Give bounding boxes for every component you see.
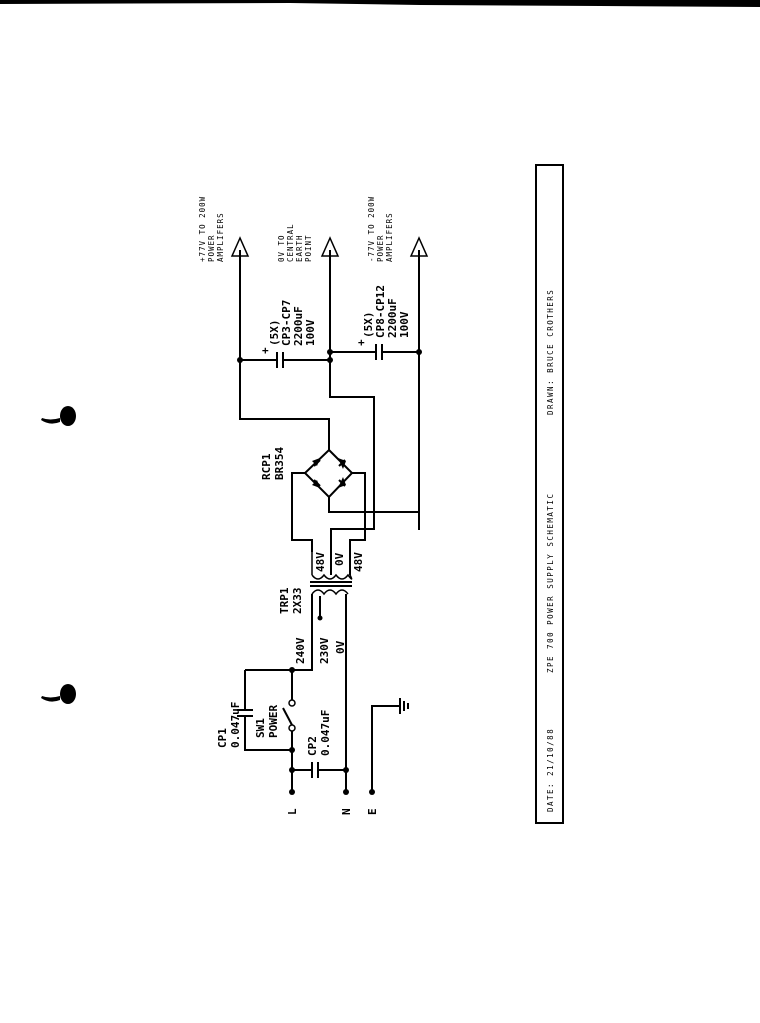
cap-bank-positive-value: 2200uF [292, 306, 305, 346]
cp2-value: 0.047uF [319, 710, 332, 756]
output-arrow-zero [320, 236, 340, 360]
cap-bank-negative-voltage: 100V [398, 311, 411, 338]
output-positive-line1: +77V TO 200W [198, 196, 207, 262]
tap-pri-230: 230V [318, 637, 331, 664]
terminal-neutral: N [340, 808, 353, 815]
terminal-live: L [286, 808, 299, 815]
output-label-negative: -77V TO 200W POWER AMPLIFERS [367, 196, 394, 262]
cap-bank-negative-ref: CP8-CP12 [374, 285, 387, 338]
cap-bank-positive-ref: CP3-CP7 [280, 300, 293, 346]
title-drawn-by: DRAWN: BRUCE CROTHERS [546, 289, 555, 415]
cap-bank-positive-polarity: + [262, 344, 269, 357]
mains-wiring [237, 615, 409, 795]
sw1-label: SW1 POWER [254, 705, 280, 738]
output-positive-line2: POWER [207, 234, 216, 262]
tap-pri-240: 240V [294, 637, 307, 664]
punch-hole-bottom [41, 684, 76, 704]
transformer-label: TRP1 2X33 [278, 587, 304, 614]
tap-pri-0: 0V [334, 640, 347, 654]
transformer-part: 2X33 [291, 588, 304, 615]
cp1-value: 0.047uF [229, 702, 242, 748]
capacitor-bank-positive [237, 352, 333, 368]
cp1-label: CP1 0.047uF [216, 702, 242, 748]
transformer-ref: TRP1 [278, 587, 291, 614]
title-block: DATE: 21/10/88 ZPE 700 POWER SUPPLY SCHE… [535, 164, 564, 824]
bridge-rectifier [291, 448, 366, 552]
diode-icon [312, 458, 321, 467]
transformer [310, 552, 353, 770]
output-negative-line3: AMPLIFERS [385, 212, 394, 262]
punch-hole-top [41, 406, 76, 426]
terminal-earth: E [366, 808, 379, 815]
bridge-ref: RCP1 [260, 453, 273, 480]
output-label-positive: +77V TO 200W POWER AMPLIFERS [198, 196, 225, 262]
diode-icon [338, 458, 346, 469]
tap-sec-3: 48V [352, 552, 365, 572]
bridge-label: RCP1 BR354 [260, 447, 286, 480]
output-negative-line1: -77V TO 200W [367, 196, 376, 262]
cp2-ref: CP2 [306, 736, 319, 756]
bridge-part: BR354 [273, 447, 286, 480]
cp2-label: CP2 0.047uF [306, 710, 332, 756]
sw1-ref: SW1 [254, 718, 267, 738]
title-name: ZPE 700 POWER SUPPLY SCHEMATIC [546, 493, 555, 673]
cap-bank-negative-polarity: + [358, 336, 365, 349]
diode-icon [312, 479, 321, 488]
cap-bank-negative-value: 2200uF [386, 298, 399, 338]
output-label-zero: 0V TO CENTRAL EARTH POINT [277, 223, 313, 262]
output-positive-line3: AMPLIFERS [216, 212, 225, 262]
cap-bank-positive-voltage: 100V [304, 319, 317, 346]
title-date: DATE: 21/10/88 [546, 728, 555, 812]
output-zero-line2: CENTRAL [286, 223, 295, 262]
scan-edge-artefact [0, 0, 760, 7]
cp1-ref: CP1 [216, 728, 229, 748]
rail-wiring [239, 352, 420, 552]
cap-bank-positive-qty: (5X) [268, 320, 281, 347]
tap-sec-1: 48V [314, 552, 327, 572]
tap-sec-2: 0V [333, 552, 346, 566]
output-zero-line3: EARTH [295, 234, 304, 262]
secondary-tap-labels: 48V 0V 48V [314, 552, 365, 572]
output-negative-line2: POWER [376, 234, 385, 262]
cap-bank-negative-label: (5X) CP8-CP12 2200uF 100V [362, 285, 411, 338]
output-zero-line4: POINT [304, 234, 313, 262]
sw1-label-text: POWER [267, 705, 280, 738]
primary-tap-labels: 240V 230V 0V [294, 637, 347, 664]
diode-icon [338, 477, 346, 488]
cap-bank-positive-label: (5X) CP3-CP7 2200uF 100V [268, 300, 317, 346]
cap-bank-negative-qty: (5X) [362, 312, 375, 339]
output-zero-line1: 0V TO [277, 234, 286, 262]
capacitor-bank-negative [327, 344, 422, 360]
